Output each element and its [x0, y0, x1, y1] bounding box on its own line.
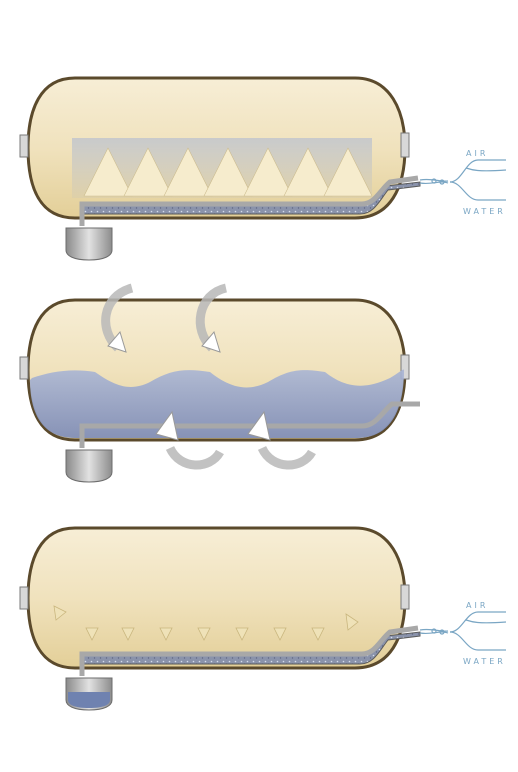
- left-flange: [19, 586, 29, 610]
- panel-turbulence: [19, 283, 420, 483]
- air-water-connector: [419, 611, 507, 651]
- air-water-connector: [419, 159, 507, 201]
- inner-pipe: [79, 175, 419, 226]
- right-flange: [400, 132, 410, 158]
- water-body: [30, 369, 404, 438]
- left-flange: [19, 134, 29, 158]
- inner-pipe: [79, 401, 420, 448]
- collection-cup: [65, 227, 113, 261]
- arrow-heads: [107, 330, 271, 441]
- spray-cones: [83, 147, 373, 197]
- cup-water: [68, 692, 110, 708]
- panel-spray: [19, 76, 507, 261]
- water-label: WATER: [463, 657, 506, 666]
- left-flange: [19, 356, 29, 380]
- air-label: AIR: [466, 601, 489, 610]
- collection-cup: [65, 449, 113, 483]
- tank-shell: [26, 526, 407, 670]
- right-flange: [400, 354, 410, 380]
- right-flange: [400, 584, 410, 610]
- water-label: WATER: [463, 207, 506, 216]
- panel-drain: [19, 526, 507, 711]
- droplet-markers: [53, 605, 359, 641]
- air-label: AIR: [466, 149, 489, 158]
- inner-pipe: [79, 625, 419, 676]
